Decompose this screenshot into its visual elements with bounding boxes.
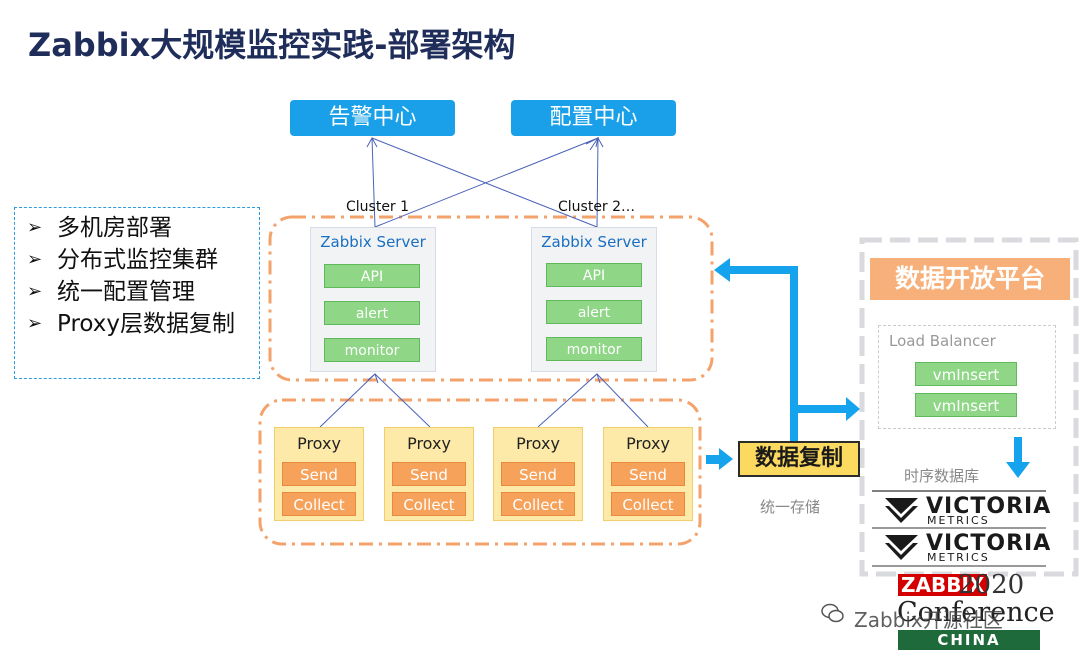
wechat-icon bbox=[820, 600, 846, 626]
cluster-frame bbox=[268, 215, 714, 382]
bullet-text: 多机房部署 bbox=[57, 215, 172, 241]
watermark-text: Zabbix开源社区 bbox=[854, 608, 1003, 632]
feature-bullet-list: ➢ 多机房部署 ➢ 分布式监控集群 ➢ 统一配置管理 ➢ Proxy层数据复制 bbox=[14, 207, 260, 379]
bullet-item: ➢ 分布式监控集群 bbox=[27, 244, 259, 276]
bullet-text: 统一配置管理 bbox=[57, 279, 195, 305]
cluster-label: Cluster 2… bbox=[558, 199, 636, 215]
bullet-item: ➢ 多机房部署 bbox=[27, 212, 259, 244]
conference-country: CHINA bbox=[898, 630, 1040, 650]
module-monitor: monitor bbox=[546, 337, 642, 361]
module-alert: alert bbox=[324, 301, 420, 325]
alert-center-box: 告警中心 bbox=[290, 100, 455, 136]
proxy-frame bbox=[258, 398, 702, 546]
proxy-title: Proxy bbox=[626, 434, 670, 453]
collect-module: Collect bbox=[611, 492, 685, 516]
replication-arrows bbox=[706, 258, 1030, 478]
victoria-metrics-icon bbox=[885, 535, 918, 560]
proxy-title: Proxy bbox=[297, 434, 341, 453]
load-balancer-frame bbox=[878, 325, 1056, 429]
victoria-metrics-logo-sub: METRICS bbox=[927, 514, 990, 527]
send-module: Send bbox=[501, 462, 575, 486]
zabbix-brand-logo: ZABBIX bbox=[898, 574, 988, 596]
send-module: Send bbox=[282, 462, 356, 486]
page-title: Zabbix大规模监控实践-部署架构 bbox=[28, 26, 516, 64]
connector-lines bbox=[319, 136, 649, 428]
arrow-bullet-icon: ➢ bbox=[27, 217, 43, 238]
server-title: Zabbix Server bbox=[320, 233, 426, 251]
arrow-bullet-icon: ➢ bbox=[27, 281, 43, 302]
victoria-metrics-icon bbox=[885, 498, 918, 523]
bullet-text: Proxy层数据复制 bbox=[57, 311, 236, 337]
arrow-bullet-icon: ➢ bbox=[27, 313, 43, 334]
send-module: Send bbox=[611, 462, 685, 486]
conference-year: 2020 bbox=[958, 570, 1025, 600]
data-platform-title: 数据开放平台 bbox=[870, 258, 1070, 300]
proxy-title: Proxy bbox=[516, 434, 560, 453]
victoria-metrics-logo-text: VICTORIA bbox=[926, 494, 1052, 519]
load-balancer-label: Load Balancer bbox=[889, 332, 996, 350]
bullet-item: ➢ 统一配置管理 bbox=[27, 276, 259, 308]
proxy-title: Proxy bbox=[407, 434, 451, 453]
module-monitor: monitor bbox=[324, 338, 420, 362]
collect-module: Collect bbox=[392, 492, 466, 516]
conference-name: Conference bbox=[897, 597, 1055, 628]
server-title: Zabbix Server bbox=[541, 233, 647, 251]
tsdb-label: 时序数据库 bbox=[904, 467, 980, 485]
unified-storage-caption: 统一存储 bbox=[760, 498, 821, 516]
module-api: API bbox=[324, 264, 420, 288]
vminsert-node: vmInsert bbox=[915, 393, 1017, 417]
collect-module: Collect bbox=[282, 492, 356, 516]
data-replication-box: 数据复制 bbox=[738, 441, 860, 477]
collect-module: Collect bbox=[501, 492, 575, 516]
bullet-text: 分布式监控集群 bbox=[57, 247, 218, 273]
module-api: API bbox=[546, 263, 642, 287]
arrow-bullet-icon: ➢ bbox=[27, 249, 43, 270]
module-alert: alert bbox=[546, 300, 642, 324]
victoria-metrics-logo-text: VICTORIA bbox=[926, 531, 1052, 556]
victoria-metrics-logo-sub: METRICS bbox=[927, 551, 990, 564]
config-center-box: 配置中心 bbox=[511, 100, 676, 136]
bullet-item: ➢ Proxy层数据复制 bbox=[27, 308, 259, 340]
cluster-label: Cluster 1 bbox=[346, 199, 410, 215]
send-module: Send bbox=[392, 462, 466, 486]
vminsert-node: vmInsert bbox=[915, 362, 1017, 386]
